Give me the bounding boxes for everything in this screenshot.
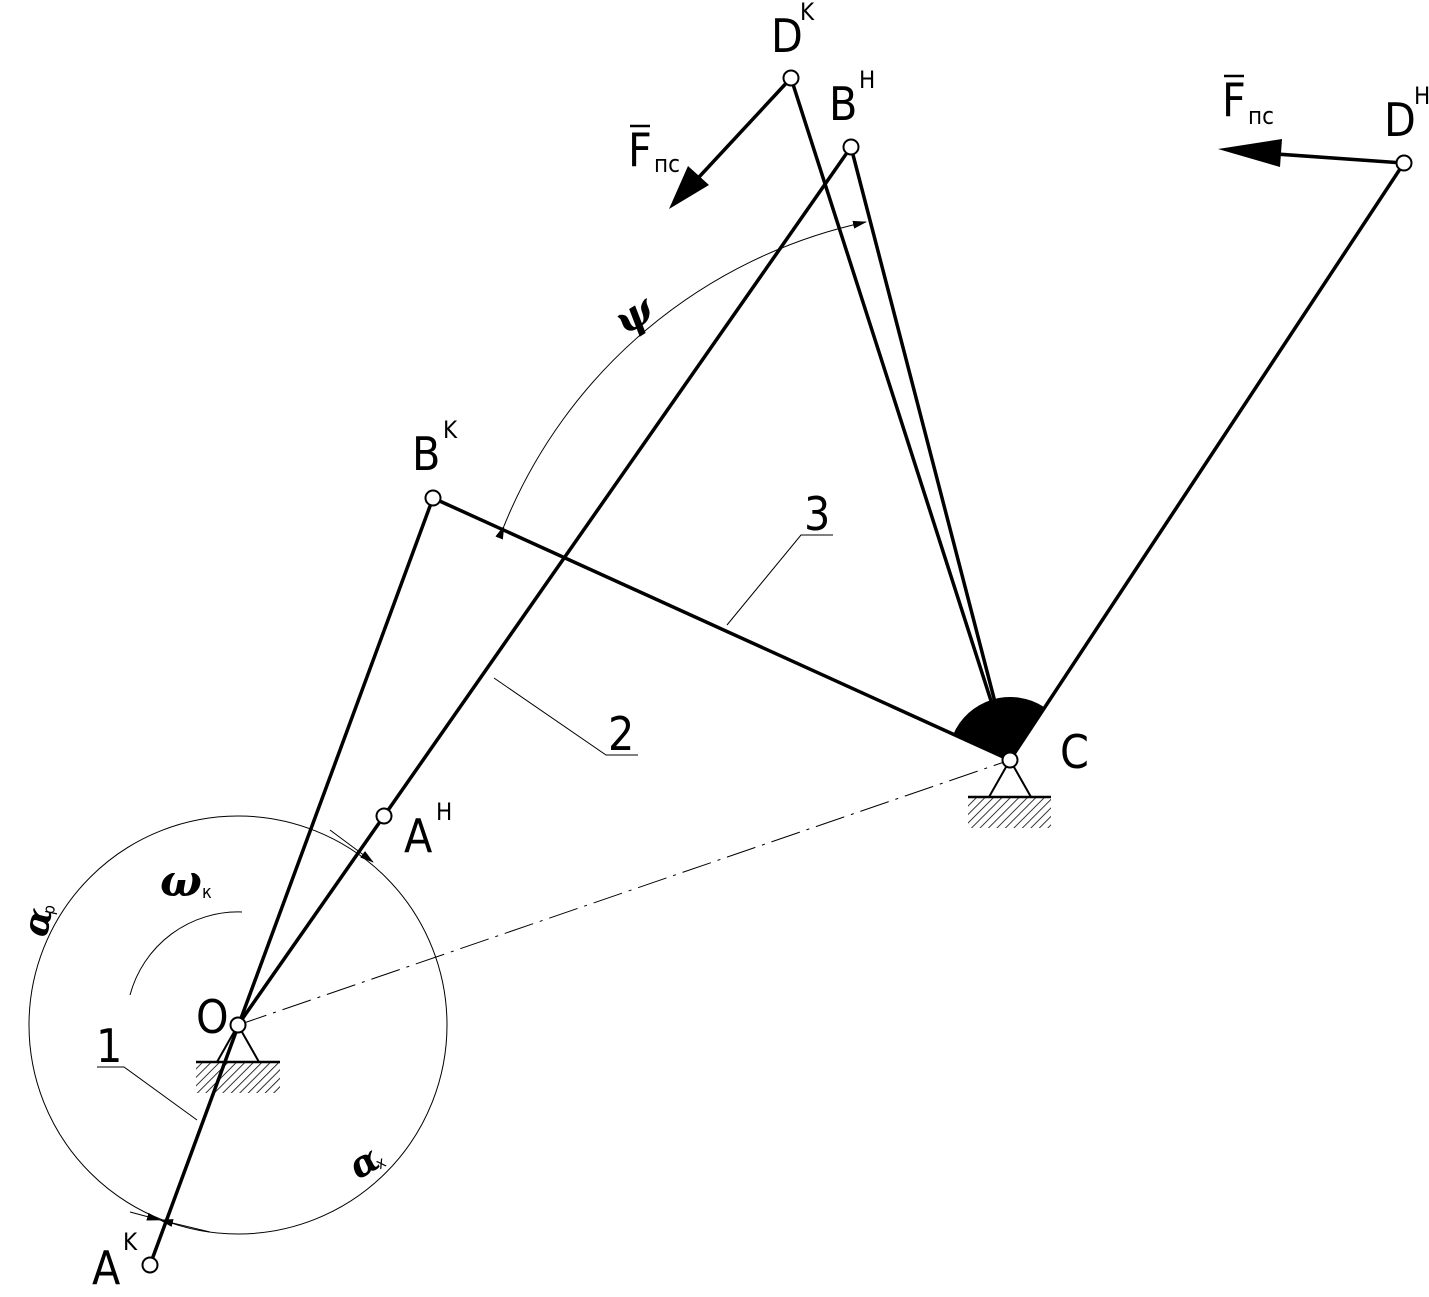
label-omega-base: ω [160,856,202,907]
label-a-k-sup: K [123,1228,138,1256]
label-psi: ψ [605,284,663,345]
force-label-k: F пс [628,123,680,178]
force-label-k-base: F [628,123,652,177]
joint-b-k [424,489,442,507]
force-arrowhead-k [669,166,709,209]
joint-d-k [782,69,800,87]
label-b-h: B [829,77,857,131]
leader-1 [97,1066,198,1121]
rocker-bc-h [849,146,1012,761]
rocker-arm-k [789,77,1012,761]
crank-h [236,814,386,1027]
alpha-arrow-lower-2 [159,1219,211,1233]
joint-a-h [375,807,393,825]
label-alpha-p: α р [14,903,61,940]
leader-2 [493,677,638,756]
link-1-2-k [148,497,435,1266]
label-alpha-p-sub: р [39,903,59,916]
leader-3 [726,534,833,626]
force-label-k-sub: пс [654,150,680,178]
force-label-n-sub: пс [1248,102,1274,130]
joint-b-h [842,138,860,156]
label-b-k: B [412,427,440,481]
label-link-2: 2 [608,707,634,761]
force-arrowhead-n [1218,139,1282,167]
label-c: C [1060,725,1089,779]
rocker-arm-h [1008,162,1406,761]
alpha-arrow-upper [329,829,374,863]
joint-a-k [141,1256,159,1274]
label-a-h-sup: H [436,798,452,826]
joint-o [229,1016,247,1034]
frame-line-oc [237,759,1011,1026]
label-b-h-sup: H [859,66,875,94]
label-link-3: 3 [804,487,830,541]
support-o [196,1022,280,1093]
link-3-k [432,496,1011,762]
omega-arc [129,911,243,996]
alpha-arrow-lower [129,1211,161,1221]
label-a-k: A [92,1241,120,1295]
label-a-h: A [404,809,432,863]
force-label-n: F пс [1222,73,1274,130]
label-d-k-sup: K [800,0,815,26]
force-label-n-base: F [1222,73,1246,127]
label-link-1: 1 [96,1019,122,1073]
label-omega: ω к [160,856,212,907]
force-vector-n [1261,151,1405,165]
label-b-k-sup: K [443,416,458,444]
joint-c [1001,751,1019,769]
label-d-h: D [1384,93,1416,147]
label-alpha-x: α х [342,1137,390,1187]
label-o: O [196,990,229,1044]
label-omega-sub: к [202,882,212,903]
label-d-h-sup: H [1414,82,1429,110]
crank-circle [28,815,448,1235]
label-d-k: D [771,9,803,63]
support-c [968,757,1051,828]
psi-arc [495,220,867,540]
joint-d-h [1395,154,1413,172]
coupler-h [382,145,853,818]
